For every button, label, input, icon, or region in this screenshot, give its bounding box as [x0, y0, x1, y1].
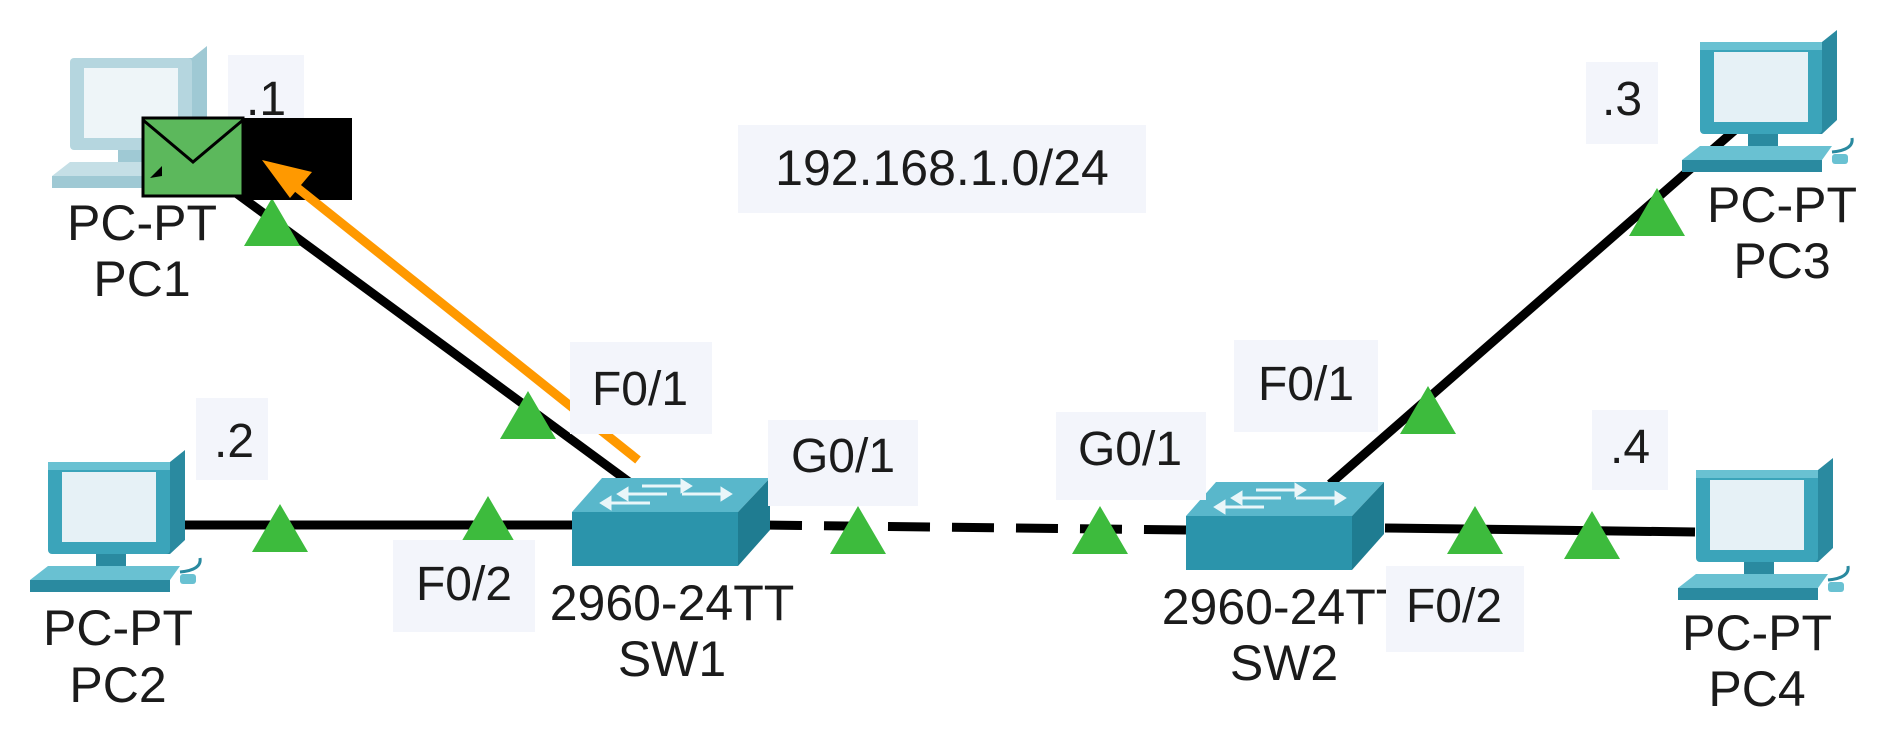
pc-workstation-icon[interactable] — [1676, 456, 1850, 602]
link-up-indicator — [460, 496, 516, 544]
sw2-node[interactable]: 2960-24TT SW2 — [1162, 480, 1407, 691]
link-sw1-sw2[interactable] — [759, 520, 1191, 535]
pc2-model-label: PC-PT — [43, 600, 193, 656]
pc2-name-label: PC2 — [69, 657, 166, 713]
pc1-host-label: .1 — [246, 73, 286, 126]
link-sw2-pc3[interactable] — [1327, 126, 1738, 488]
pc-workstation-icon[interactable] — [28, 448, 202, 594]
pc3-model-label: PC-PT — [1707, 177, 1857, 233]
pc2-host-label: .2 — [214, 415, 254, 468]
pc1-name-label: PC1 — [93, 251, 190, 307]
pc4-model-label: PC-PT — [1682, 605, 1832, 661]
sw1-model-label: 2960-24TT — [550, 575, 795, 631]
sw1-port-f02-label: F0/2 — [416, 558, 512, 611]
pc2-node[interactable]: .2 PC-PT PC2 — [28, 398, 268, 713]
subnet-label: 192.168.1.0/24 — [775, 140, 1109, 196]
sw2-port-f01-label: F0/1 — [1258, 358, 1354, 411]
sw1-name-label: SW1 — [618, 631, 726, 687]
pc3-name-label: PC3 — [1733, 233, 1830, 289]
pc-workstation-icon[interactable] — [1680, 28, 1854, 174]
switch-icon[interactable] — [570, 476, 772, 568]
sw2-port-g01-label: G0/1 — [1078, 423, 1182, 476]
pdu-envelope-icon[interactable] — [141, 116, 352, 200]
sw1-node[interactable]: 2960-24TT SW1 — [550, 476, 795, 687]
pc3-node[interactable]: .3 PC-PT PC3 — [1586, 28, 1857, 289]
pc1-model-label: PC-PT — [67, 195, 217, 251]
switch-icon[interactable] — [1184, 480, 1386, 572]
link-pc1-sw1[interactable] — [229, 186, 643, 494]
link-sw2-pc4[interactable] — [1384, 523, 1696, 537]
pc4-host-label: .4 — [1610, 421, 1650, 474]
sw2-model-label: 2960-24TT — [1162, 579, 1407, 635]
pc3-host-label: .3 — [1602, 73, 1642, 126]
pc4-name-label: PC4 — [1708, 661, 1805, 717]
sw1-port-g01-label: G0/1 — [791, 430, 895, 483]
pc4-node[interactable]: .4 PC-PT PC4 — [1592, 410, 1850, 717]
sw2-port-f02-label: F0/2 — [1406, 580, 1502, 633]
sw1-port-f01-label: F0/1 — [592, 363, 688, 416]
pc1-node[interactable]: .1 PC-PT PC1 — [52, 46, 304, 307]
sw2-name-label: SW2 — [1230, 635, 1338, 691]
